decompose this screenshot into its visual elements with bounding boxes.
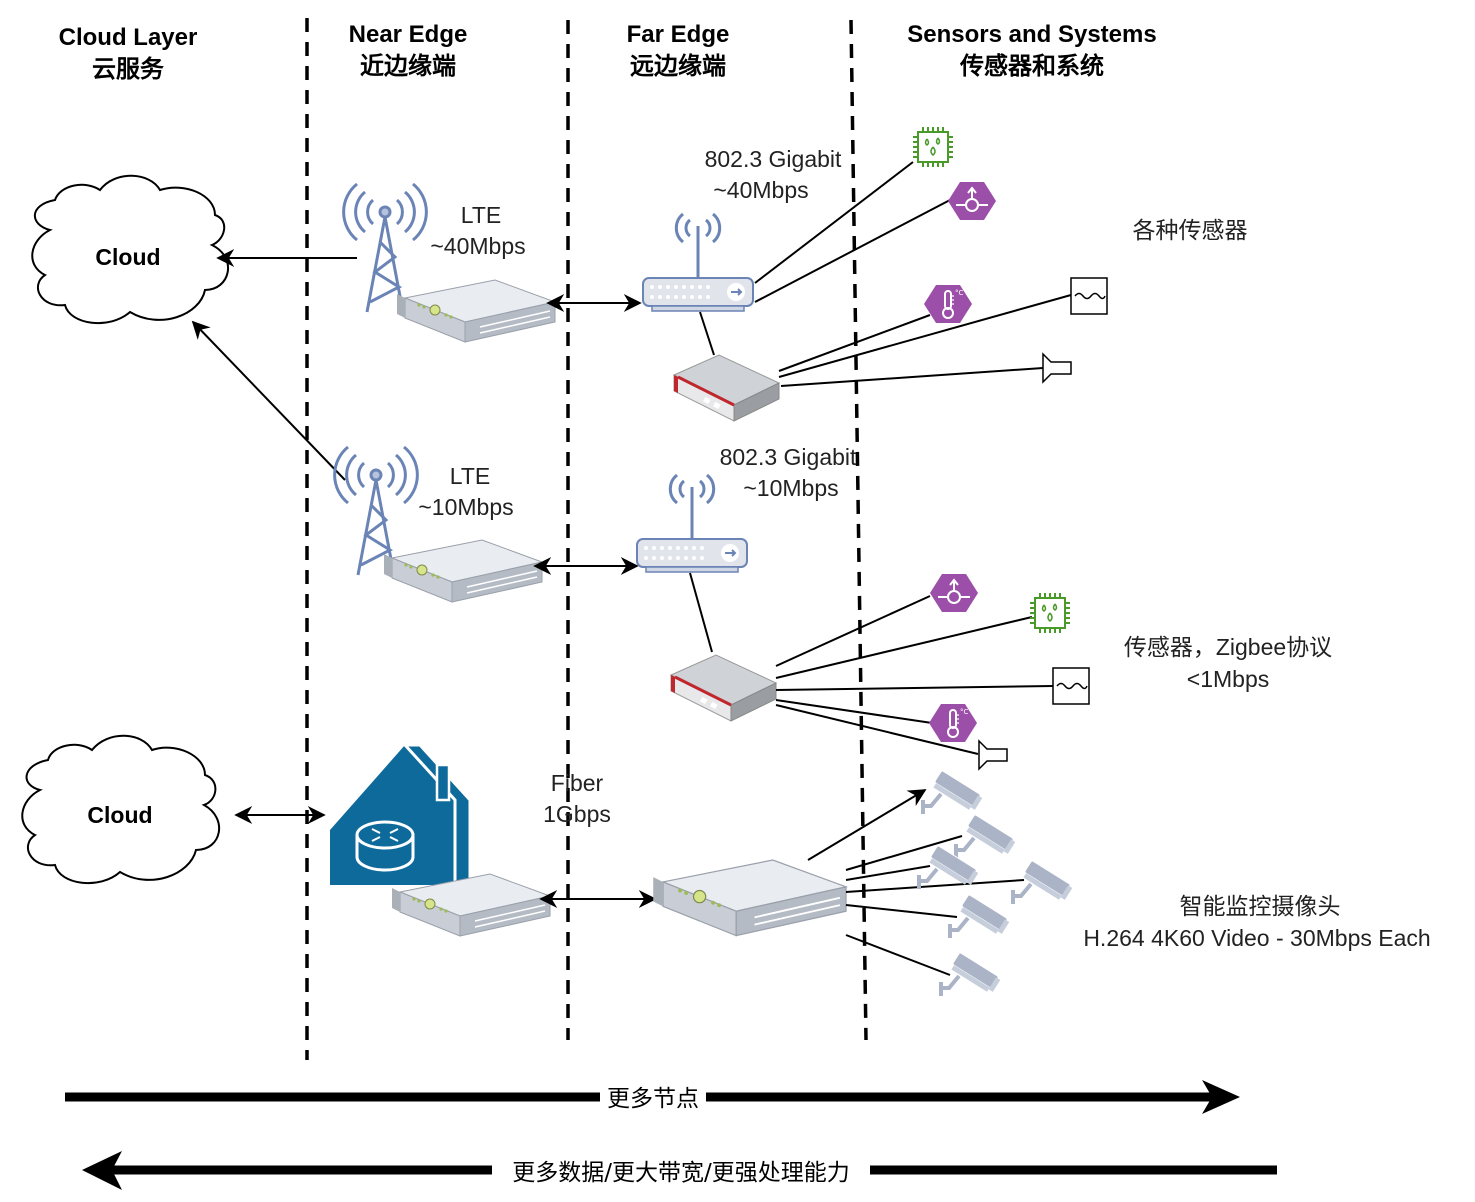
sensor-wire <box>775 616 1033 679</box>
wifi-router-icon <box>641 212 755 313</box>
sensors-top-label: 各种传感器 <box>1133 217 1248 243</box>
sensors-zigbee-label-line1: 传感器，Zigbee协议 <box>1124 634 1332 660</box>
header-zh: 传感器和系统 <box>959 52 1104 80</box>
router-gateway-wire <box>699 311 715 356</box>
lte-top-label-line1: LTE <box>461 202 501 228</box>
sensor-wire <box>775 685 1054 691</box>
cloud-top: Cloud <box>31 174 229 325</box>
lte-top-label-line2: ~40Mbps <box>430 233 525 259</box>
security-camera-icon <box>921 768 986 816</box>
cloud-label: Cloud <box>87 802 152 828</box>
camera-wire <box>845 835 963 871</box>
lte-mid-label-line1: LTE <box>450 463 490 489</box>
cell-tower-icon <box>342 182 428 314</box>
column-header-cloud-layer: Cloud Layer 云服务 <box>59 24 198 83</box>
sensor-wire <box>775 699 933 724</box>
more-capacity-arrow: 更多数据/更大带宽/更强处理能力 <box>82 1151 1277 1190</box>
cameras-label-line2: H.264 4K60 Video - 30Mbps Each <box>1083 925 1430 951</box>
eth-top-label-line2: ~40Mbps <box>713 177 808 203</box>
camera-wire <box>845 934 951 976</box>
signal-generator-icon <box>1052 667 1090 705</box>
sensor-wire <box>778 314 931 372</box>
camera-wire <box>845 879 1025 893</box>
speaker-icon <box>978 740 1008 770</box>
lte-mid-label-line2: ~10Mbps <box>418 494 513 520</box>
eth-top-label-line1: 802.3 Gigabit <box>705 146 842 172</box>
eth-mid-label-line1: 802.3 Gigabit <box>720 444 857 470</box>
cloud-bottom: Cloud <box>21 734 221 885</box>
fiber-label-line2: 1Gbps <box>543 801 611 827</box>
temperature-sensor-icon <box>928 703 978 743</box>
server-icon <box>396 279 556 343</box>
chip-sensor-icon <box>912 126 954 168</box>
header-en: Cloud Layer <box>59 24 198 51</box>
security-camera-icon <box>1011 858 1076 906</box>
header-zh: 远边缘端 <box>630 52 726 80</box>
header-zh: 云服务 <box>92 55 165 83</box>
header-en: Far Edge <box>627 21 730 48</box>
switch-server-icon <box>652 859 847 937</box>
camera-wire <box>845 904 958 918</box>
gateway-icon <box>672 353 781 423</box>
uplink-arrow-mid <box>191 320 346 481</box>
chip-sensor-icon <box>1029 592 1071 634</box>
wifi-router-icon <box>635 473 749 574</box>
camera-wire <box>807 789 927 861</box>
speaker-icon <box>1042 353 1072 383</box>
sensor-wire <box>780 367 1044 387</box>
fiber-label-line1: Fiber <box>551 770 604 796</box>
column-header-sensors: Sensors and Systems 传感器和系统 <box>907 21 1156 80</box>
server-icon <box>383 539 543 603</box>
router-gateway-wire <box>689 572 713 653</box>
more-nodes-label: 更多节点 <box>607 1086 699 1112</box>
home-router-icon <box>330 743 472 888</box>
cameras-label-line1: 智能监控摄像头 <box>1180 893 1341 919</box>
gateway-icon <box>669 653 778 723</box>
sensor-wire <box>778 294 1072 378</box>
sensor-wire <box>775 704 979 755</box>
sensors-zigbee-label-line2: <1Mbps <box>1187 666 1269 692</box>
header-en: Sensors and Systems <box>907 21 1156 48</box>
sensor-wire <box>775 595 931 667</box>
camera-wire <box>845 865 931 881</box>
more-nodes-arrow: 更多节点 <box>65 1080 1240 1114</box>
flow-sensor-icon <box>947 181 997 221</box>
cloud-label: Cloud <box>95 244 160 270</box>
signal-generator-icon <box>1070 277 1108 315</box>
header-zh: 近边缘端 <box>360 52 456 80</box>
sensor-wire <box>754 161 914 284</box>
flow-sensor-icon <box>929 573 979 613</box>
column-header-near-edge: Near Edge 近边缘端 <box>349 21 468 80</box>
cloud-icon <box>21 734 221 885</box>
security-camera-icon <box>954 812 1019 860</box>
temperature-sensor-icon <box>923 284 973 324</box>
security-camera-icon <box>948 892 1013 940</box>
eth-mid-label-line2: ~10Mbps <box>743 475 838 501</box>
more-capacity-label: 更多数据/更大带宽/更强处理能力 <box>512 1160 850 1186</box>
lane-divider-far-sensors <box>849 19 868 1041</box>
sensor-wire <box>754 199 951 303</box>
column-header-far-edge: Far Edge 远边缘端 <box>627 21 730 80</box>
header-en: Near Edge <box>349 21 468 48</box>
